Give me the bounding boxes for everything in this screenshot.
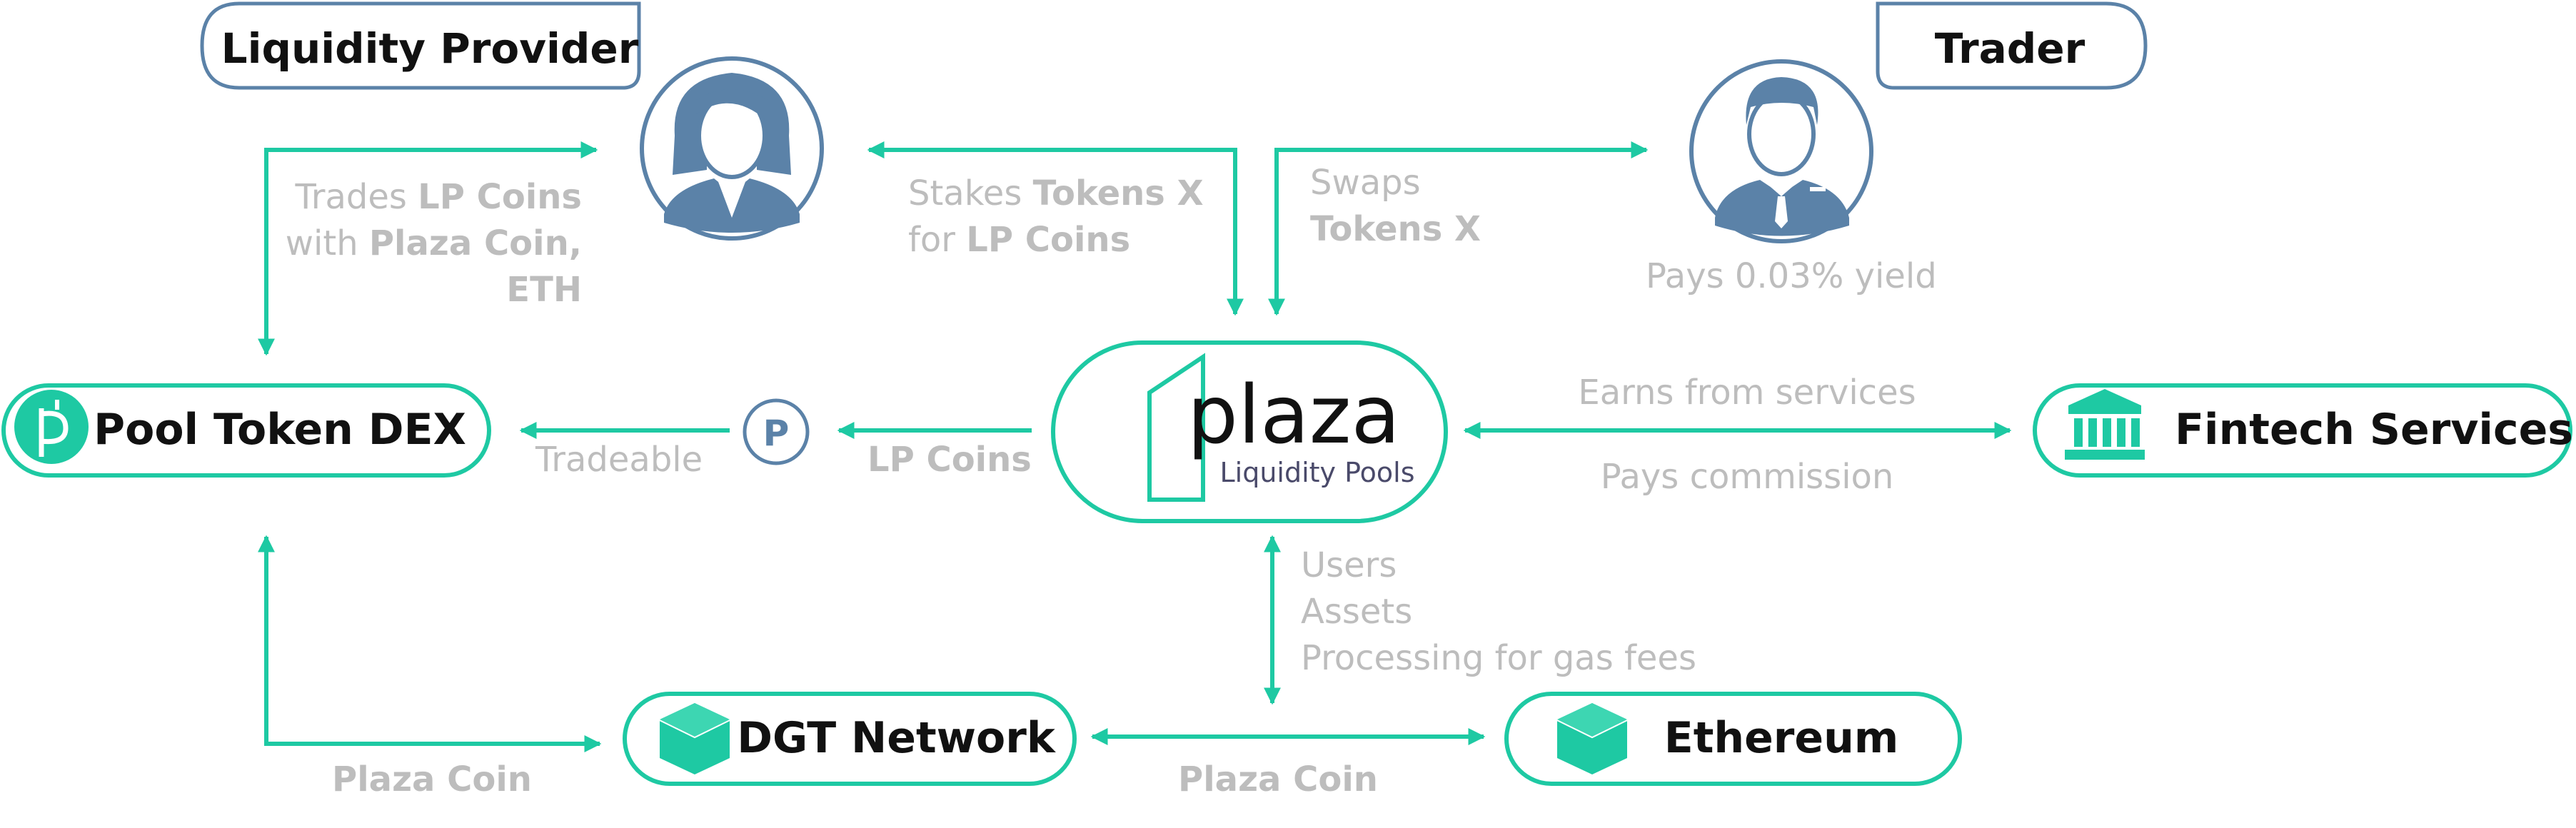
label-stakes-1b: Tokens X: [1033, 173, 1204, 213]
label-lp-trades-3: ETH: [506, 270, 582, 310]
trader-node: Trader: [1689, 1, 2148, 243]
label-stakes-1a: Stakes: [908, 173, 1033, 213]
label-users: Users: [1301, 545, 1397, 585]
dgt-box: [623, 692, 1077, 786]
liquidity-provider-node: Liquidity Provider: [200, 1, 824, 241]
fintech-node: Fintech Services: [2033, 383, 2573, 478]
label-processing: Processing for gas fees: [1301, 638, 1696, 678]
label-tradeable: Tradeable: [535, 440, 703, 480]
p-token-letter: P: [763, 413, 790, 454]
label-swaps-2: Tokens X: [1310, 209, 1481, 249]
arrow-dex-dgt: [258, 535, 602, 752]
bank-icon: [2065, 389, 2145, 460]
label-pays-commission: Pays commission: [1601, 457, 1894, 497]
svg-text:with Plaza Coin,: with Plaza Coin,: [286, 223, 582, 263]
fintech-label: Fintech Services: [2175, 405, 2573, 455]
label-lp-trades-1b: LP Coins: [418, 177, 582, 217]
liquidity-provider-tab: [200, 1, 641, 90]
label-lp-coins: LP Coins: [867, 440, 1032, 480]
label-stakes-2a: for: [908, 220, 966, 260]
svg-text:Trades LP Coins: Trades LP Coins: [294, 177, 582, 217]
pool-token-dex-node: Pool Token DEX: [1, 383, 491, 478]
ethereum-node: Ethereum: [1504, 692, 1962, 786]
fintech-box: [2033, 383, 2572, 478]
pool-token-logo-icon: [14, 390, 89, 464]
pool-token-dex-label: Pool Token DEX: [94, 405, 466, 455]
label-lp-trades: Trades LP Coins with Plaza Coin, ETH: [286, 177, 582, 310]
dgt-node: DGT Network: [623, 692, 1077, 786]
svg-text:for LP Coins: for LP Coins: [908, 220, 1130, 260]
cube-icon: [1556, 703, 1628, 774]
arrow-lp-to-dex: [258, 141, 598, 356]
plaza-subtitle: Liquidity Pools: [1219, 457, 1414, 488]
arrow-stakes: [867, 141, 1244, 316]
label-stakes: Stakes Tokens X for LP Coins: [908, 173, 1204, 260]
plaza-logo-icon: [1147, 353, 1205, 502]
pool-token-dex-box: [1, 383, 491, 478]
label-assets: Assets: [1301, 592, 1412, 632]
trader-label: Trader: [1935, 24, 2086, 73]
label-stakes-2b: LP Coins: [966, 220, 1130, 260]
p-token: P: [743, 398, 810, 465]
arrows: [258, 141, 2012, 752]
label-pays-yield: Pays 0.03% yield: [1646, 256, 1937, 296]
woman-avatar-icon: [640, 56, 824, 241]
plaza-wordmark: plaza: [1187, 369, 1400, 462]
label-lp-trades-2b: Plaza Coin,: [369, 223, 582, 263]
label-plaza-coin-mid: Plaza Coin: [1178, 759, 1378, 799]
ethereum-label: Ethereum: [1664, 713, 1899, 763]
man-avatar-icon: [1689, 59, 1873, 243]
label-plaza-coin-left: Plaza Coin: [332, 759, 532, 799]
plaza-node: plaza Liquidity Pools: [1051, 340, 1448, 523]
trader-tab: [1876, 1, 2148, 90]
arrow-swaps: [1268, 141, 1649, 316]
label-lp-trades-1a: Trades: [294, 177, 418, 217]
liquidity-provider-label: Liquidity Provider: [221, 24, 639, 73]
label-lp-trades-2a: with: [286, 223, 369, 263]
cube-icon: [659, 703, 730, 774]
label-earns: Earns from services: [1578, 373, 1916, 413]
dgt-label: DGT Network: [737, 713, 1057, 763]
svg-text:Stakes Tokens X: Stakes Tokens X: [908, 173, 1204, 213]
label-swaps-1: Swaps: [1310, 163, 1421, 203]
